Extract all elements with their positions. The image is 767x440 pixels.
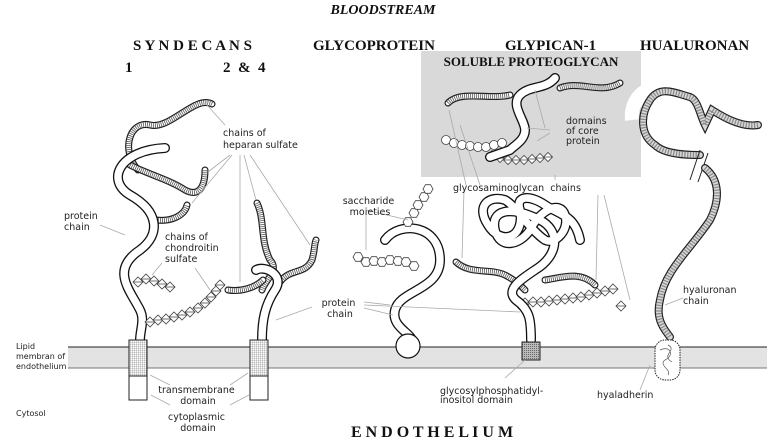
transmembrane-domain-1 (128, 339, 148, 377)
saccharide-unit (400, 257, 412, 267)
chondroitin-unit (599, 285, 611, 297)
saccharide-unit (412, 200, 424, 210)
chondroitin-unit (591, 287, 603, 299)
gag-ring-unit (489, 140, 499, 150)
saccharide-unit (352, 252, 364, 262)
protein-chain-label-mid: protein chain (322, 298, 359, 320)
protein-chain-label-left: protein chain (64, 211, 101, 233)
soluble-proteoglycan-title: SOLUBLE PROTEOGLYCAN (444, 54, 619, 69)
gpi-domain-label: glycosylphosphatidyl- inositol domain (440, 386, 546, 406)
syndecans-heading: S Y N D E C A N S (133, 38, 252, 54)
chondroitin-unit (518, 154, 530, 166)
chondroitin-unit (615, 300, 627, 312)
chondroitin-unit (583, 289, 595, 301)
chondroitin-unit (575, 291, 587, 303)
hyaladherin-label: hyaladherin (597, 390, 653, 401)
cytosol-label: Cytosol (16, 409, 46, 418)
domains-of-core-protein-label: domains of core protein (566, 116, 610, 147)
chondroitin-unit (152, 314, 164, 326)
chondroitin-unit (164, 281, 176, 293)
syndecan-2-4 (224, 199, 320, 401)
chondroitin-unit (214, 279, 226, 291)
gag-ring-unit (457, 140, 467, 150)
saccharide-unit (392, 256, 404, 266)
glypican-1 (452, 193, 599, 361)
saccharide-unit (376, 257, 388, 267)
gpi-anchor (521, 341, 541, 361)
hyaluronan-chain-label: hyaluronan chain (683, 285, 740, 307)
soluble-proteoglycan (441, 73, 624, 162)
syndecan-1-heading: 1 (125, 60, 133, 76)
saccharide-unit (384, 255, 396, 265)
chondroitin-unit (156, 278, 168, 290)
syndecan-2-4-heading: 2 & 4 (223, 60, 266, 76)
chondroitin-unit (607, 283, 619, 295)
saccharide-unit (368, 256, 380, 266)
chondroitin-unit (160, 313, 172, 325)
cytoplasmic-domain-1 (128, 375, 148, 401)
syndecan-1 (113, 99, 216, 401)
heparan-sulfate-label: chains of heparan sulfate (223, 128, 298, 151)
gag-ring-unit (497, 138, 507, 148)
gag-ring-unit (481, 142, 491, 152)
chondroitin-unit (132, 276, 144, 288)
glycoprotein-heading: GLYCOPROTEIN (313, 38, 435, 54)
chondroitin-unit (199, 297, 211, 309)
chondroitin-unit (542, 151, 554, 163)
chondroitin-unit (205, 291, 217, 303)
chondroitin-unit (535, 296, 547, 308)
saccharide-unit (408, 208, 420, 218)
lipid-membrane-label: Lipid membran of endothelium (16, 342, 68, 371)
saccharide-moieties-label: saccharide moieties (343, 196, 398, 218)
cytoplasmic-domain-2 (249, 375, 269, 401)
chondroitin-sulfate-chains (132, 149, 627, 328)
chondroitin-unit (534, 152, 546, 164)
saccharide-unit (418, 192, 430, 202)
hyaluronan-heading: HUALURONAN (640, 38, 749, 54)
saccharide-unit (360, 257, 372, 267)
bloodstream-title: BLOODSTREAM (329, 3, 436, 18)
chondroitin-unit (526, 153, 538, 165)
chondroitin-unit (192, 302, 204, 314)
glypican-heading: GLYPICAN-1 (505, 38, 596, 54)
hyaluronan (624, 82, 762, 381)
leader-lines (99, 89, 684, 406)
saccharide-unit (422, 184, 434, 194)
glycosaminoglycan-chains-label: glycosaminoglycan chains (453, 183, 581, 194)
chondroitin-sulfate-label: chains of chondroitin sulfate (165, 232, 222, 265)
chondroitin-unit (184, 306, 196, 318)
transmembrane-domain-2 (249, 339, 269, 377)
saccharide-unit (408, 261, 420, 271)
saccharide-moieties (352, 184, 434, 271)
chondroitin-unit (176, 309, 188, 321)
cytoplasmic-domain-label: cytoplasmic domain (168, 412, 228, 434)
saccharide-unit (402, 217, 414, 227)
hyaladherin-shape (654, 339, 681, 381)
chondroitin-unit (148, 275, 160, 287)
transmembrane-domain-label: transmembrane domain (158, 385, 237, 407)
endothelium-title: E N D O T H E L I U M (351, 424, 513, 440)
glycoprotein (380, 223, 445, 359)
chondroitin-unit (168, 311, 180, 323)
